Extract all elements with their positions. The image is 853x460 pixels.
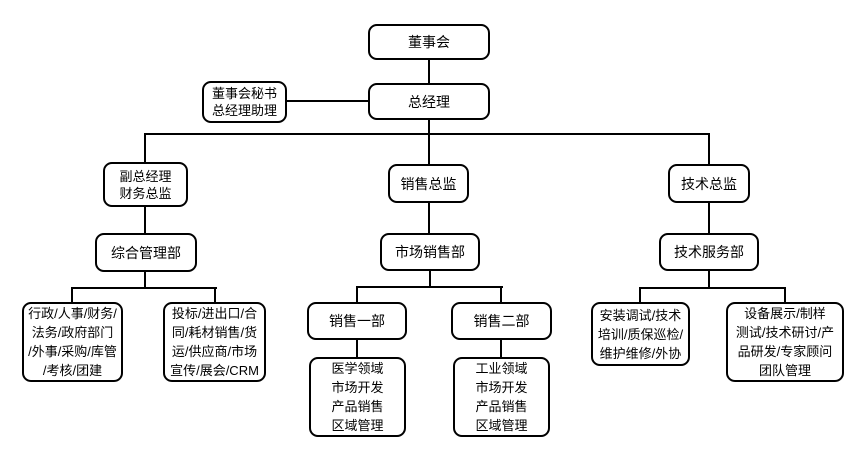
connector-genmgmt-bus	[144, 271, 146, 288]
connector-bus-genmgmt-teams	[71, 287, 217, 289]
org-node-general-mgmt-dept: 综合管理部	[95, 233, 197, 272]
connector-bus-tech-teams	[639, 287, 786, 289]
connector-board-gm	[428, 59, 430, 84]
org-node-tech-service-dept: 技术服务部	[659, 233, 759, 271]
connector-bus-biddingteam	[214, 287, 216, 303]
org-node-demo-functions: 设备展示/制样 测试/技术研讨/产 品研发/专家顾问 团队管理	[726, 302, 844, 382]
connector-sales2-industry	[500, 339, 502, 358]
org-node-medical-functions: 医学领域 市场开发 产品销售 区域管理	[309, 357, 406, 437]
connector-techdir-techservice	[708, 202, 710, 234]
connector-bus-sales-depts	[356, 286, 503, 288]
org-node-admin-functions: 行政/人事/财务/ 法务/政府部门 /外事/采购/库管 /考核/团建	[22, 302, 123, 382]
org-node-deputy-gm-cfo: 副总经理 财务总监	[103, 162, 188, 207]
org-node-marketing-sales-dept: 市场销售部	[380, 233, 480, 271]
org-node-general-manager: 总经理	[368, 83, 490, 120]
org-node-sales-dept-2: 销售二部	[451, 302, 552, 340]
org-node-sales-dept-1: 销售一部	[307, 302, 407, 340]
connector-salesdir-mktsales	[428, 202, 430, 234]
connector-secretary-gm	[286, 100, 369, 102]
connector-sales1-medical	[356, 339, 358, 358]
org-node-tech-director: 技术总监	[668, 164, 750, 203]
connector-bus-sales1	[356, 286, 358, 303]
org-node-industry-functions: 工业领域 市场开发 产品销售 区域管理	[453, 357, 550, 437]
org-node-install-functions: 安装调试/技术 培训/质保巡检/ 维护维修/外协	[591, 302, 690, 366]
org-node-board-secretary: 董事会秘书 总经理助理	[202, 81, 287, 123]
connector-bus-techdir	[708, 133, 710, 165]
connector-gm-bus	[428, 119, 430, 165]
connector-bus-sales2	[500, 286, 502, 303]
connector-techservice-bus	[708, 270, 710, 288]
org-node-bidding-functions: 投标/进出口/合 同/耗材销售/货 运/供应商/市场 宣传/展会/CRM	[163, 302, 266, 382]
connector-bus-deputy	[144, 133, 146, 163]
connector-bus-demoteam	[784, 287, 786, 303]
org-node-sales-director: 销售总监	[388, 164, 469, 203]
connector-bus-level2	[144, 133, 710, 135]
org-node-board-of-directors: 董事会	[368, 24, 490, 60]
connector-bus-installteam	[639, 287, 641, 303]
connector-mktsales-bus	[429, 270, 431, 287]
connector-bus-adminteam	[71, 287, 73, 303]
connector-deputy-genmgmt	[144, 206, 146, 234]
